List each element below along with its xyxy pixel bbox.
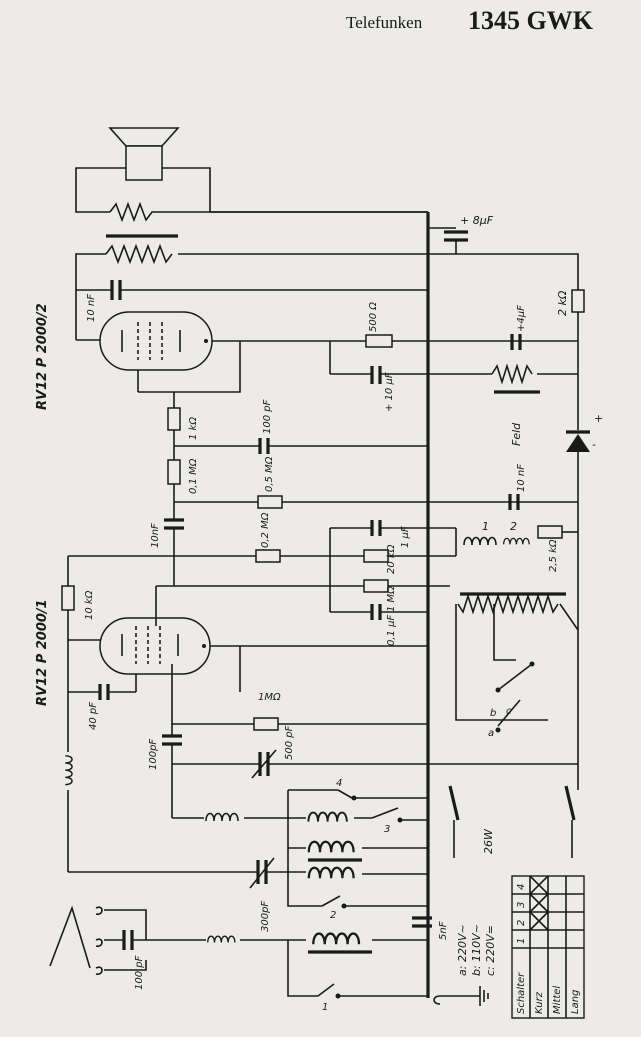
resistor-1m-a: [363, 579, 389, 593]
cap-500pf-label: 500 pF: [284, 725, 295, 760]
coil-2-label: 2: [510, 520, 517, 533]
resistor-0.2m-label: 0,2 MΩ: [260, 512, 271, 548]
resistor-1k: [167, 407, 181, 431]
mains-c-label: c: 220V=: [484, 925, 497, 976]
cap-0.1uf-label: 0,1 µF: [386, 615, 397, 646]
antenna-coil-b: [311, 932, 361, 946]
resistor-1m-b: [253, 717, 279, 731]
cap-100pf-ant-label: 100 pF: [134, 955, 145, 990]
antenna-coil-a: [206, 935, 237, 944]
resistor-2.5k-label: 2,5 kΩ: [548, 539, 559, 572]
resistor-1k-label: 1 kΩ: [188, 417, 199, 440]
mains-b-label: b: 110V~: [470, 924, 483, 976]
table-header-label: Schalter: [516, 972, 527, 1014]
band-coil-d: [307, 866, 355, 880]
table-row-lang: Lang: [570, 990, 581, 1014]
switch-a-label: a: [488, 728, 494, 739]
cap-1uf-label: 1 µF: [400, 526, 411, 548]
resistor-0.1m: [167, 459, 181, 485]
mains-a-label: a: 220V~: [456, 924, 469, 976]
field-coil: [491, 363, 533, 385]
cap-100pf-a-label: 100 pF: [262, 399, 273, 434]
band-coil-c: [307, 840, 355, 854]
cap-8uf-label: + 8µF: [460, 214, 494, 227]
switch-4-label: 4: [336, 778, 342, 789]
switch-c-label: c: [506, 706, 512, 717]
cap-100pf-b-label: 100pF: [148, 739, 159, 770]
output-tube-label: RV12 P 2000/2: [35, 303, 50, 410]
resistor-20k: [363, 549, 389, 563]
field-label: Feld: [510, 422, 523, 446]
resistor-0.5m: [257, 495, 283, 509]
band-coil-b: [307, 811, 348, 823]
antenna-socket-2: [95, 938, 103, 947]
resistor-2k: [571, 289, 585, 313]
input-tube-label: RV12 P 2000/1: [35, 599, 50, 706]
switch-3-label: 3: [384, 824, 390, 835]
input-coil: [64, 754, 74, 786]
ground-socket: [433, 995, 441, 1005]
brand-label: Telefunken: [346, 13, 423, 32]
table-col-3: 3: [516, 902, 527, 908]
table-x-mark: [529, 893, 549, 913]
cap-10nf-left-label: 10nF: [150, 523, 161, 548]
table-row-kurz: Kurz: [534, 991, 545, 1014]
resistor-1m-b-label: 1MΩ: [258, 692, 281, 703]
antenna-socket-3: [95, 966, 103, 975]
antenna-socket-1: [95, 906, 103, 915]
model-label: 1345 GWK: [468, 6, 593, 35]
output-tube: [99, 311, 213, 371]
cap-10nf-mid-label: 10 nF: [516, 464, 527, 492]
coil-1-label: 1: [482, 520, 489, 533]
power-transformer: [457, 593, 559, 615]
table-col-2: 2: [516, 920, 527, 926]
cap-40pf-label: 40 pF: [88, 702, 99, 730]
cap-5nf-label: 5nF: [438, 921, 449, 940]
resistor-0.1m-label: 0,1 MΩ: [188, 458, 199, 494]
coil-1: [462, 536, 498, 547]
power-rating-label: 26W: [482, 828, 495, 854]
resistor-500: [365, 334, 393, 348]
speaker: [108, 127, 180, 181]
table-row-mittel: Mittel: [552, 986, 563, 1014]
diode-minus-label: -: [592, 438, 596, 451]
resistor-0.2m: [255, 549, 281, 563]
switch-2-label: 2: [330, 910, 336, 921]
resistor-10k: [61, 585, 75, 611]
resistor-500-label: 500 Ω: [368, 302, 379, 332]
table-x-mark: [529, 875, 549, 895]
table-col-4: 4: [516, 884, 527, 890]
speaker-transformer-secondary: [109, 201, 428, 223]
cap-10uf-label: + 10 µF: [384, 372, 395, 412]
cap-4uf-label: +4µF: [516, 305, 527, 332]
rectifier-diode: [566, 434, 590, 452]
switch-b-label: b: [490, 708, 496, 719]
band-coil-a: [204, 812, 240, 823]
antenna-symbol: [49, 905, 91, 969]
resistor-20k-label: 20 kΩ: [386, 544, 397, 574]
switch-table: Schalter 1 2 3 4 Kurz Mittel Lang: [511, 875, 585, 1019]
output-transformer: [105, 243, 173, 265]
table-col-1: 1: [516, 938, 527, 944]
input-tube: [99, 617, 211, 675]
cap-300pf-label: 300pF: [260, 901, 271, 932]
table-x-mark: [529, 911, 549, 931]
resistor-1m-a-label: 1 MΩ: [386, 586, 397, 612]
coil-2: [502, 537, 531, 546]
diode-plus-label: +: [594, 412, 603, 425]
resistor-10k-label: 10 kΩ: [84, 590, 95, 620]
switch-1-label: 1: [322, 1002, 328, 1013]
cap-10nf-top-label: 10 nF: [86, 294, 97, 322]
resistor-2k-label: 2 kΩ: [556, 290, 569, 316]
resistor-0.5m-label: 0,5 MΩ: [264, 456, 275, 492]
resistor-2.5k: [537, 525, 563, 539]
